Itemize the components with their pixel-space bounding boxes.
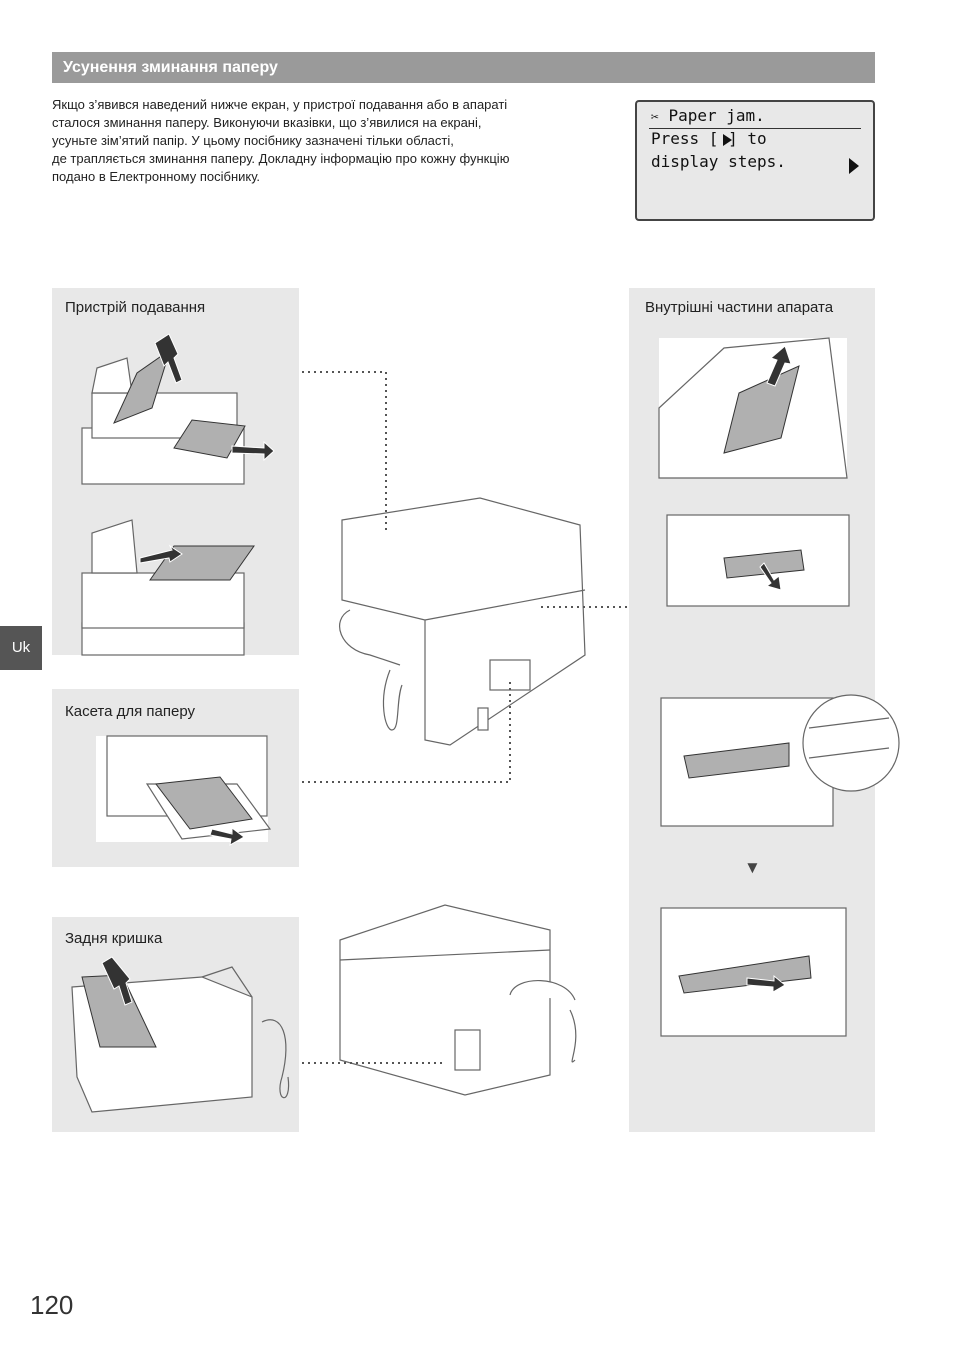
feeder-illustration-1 xyxy=(81,333,275,656)
page-number: 120 xyxy=(30,1290,74,1320)
intro-line: Якщо з’явився наведений нижче екран, у п… xyxy=(52,97,508,112)
cassette-illustration xyxy=(106,735,272,846)
inside-illustrations xyxy=(658,337,900,1037)
lcd-line-3: display steps. xyxy=(651,152,786,171)
panel-label-inside: Внутрішні частини апарата xyxy=(645,299,834,316)
right-triangle-icon xyxy=(849,158,859,174)
intro-line: усуньте зім’ятий папір. У цьому посібник… xyxy=(52,133,454,148)
panel-feeder: Пристрій подавання xyxy=(52,288,299,656)
panel-label-cassette: Касета для паперу xyxy=(65,703,196,720)
language-tab: Uk xyxy=(0,626,42,670)
step-arrow: ▼ xyxy=(744,858,761,877)
section-title: Усунення зминання паперу xyxy=(52,52,875,83)
panel-label-feeder: Пристрій подавання xyxy=(65,299,206,316)
panel-inside: Внутрішні частини апарата xyxy=(629,288,900,1132)
lcd-divider xyxy=(649,128,861,129)
machine-front-illustration xyxy=(339,497,586,746)
intro-text: Якщо з’явився наведений нижче екран, у п… xyxy=(52,96,592,186)
right-key-icon xyxy=(723,134,732,146)
panel-rear-cover: Задня кришка xyxy=(52,917,299,1132)
intro-line: подано в Електронному посібнику. xyxy=(52,169,261,184)
intro-line: сталося зминання паперу. Виконуючи вказі… xyxy=(52,115,482,130)
intro-line: де трапляється зминання паперу. Докладну… xyxy=(52,151,510,166)
panel-cassette: Касета для паперу xyxy=(52,689,299,867)
panel-label-rear-cover: Задня кришка xyxy=(65,930,163,947)
lcd-line-2: Press [ ] to xyxy=(651,129,767,148)
lcd-screen: ✂ Paper jam. Press [ ] to display steps. xyxy=(635,100,875,221)
lcd-line-1: ✂ Paper jam. xyxy=(651,106,765,125)
paper-jam-icon: ✂ xyxy=(651,110,659,125)
machine-rear-illustration xyxy=(339,904,577,1096)
rear-cover-illustration xyxy=(71,956,290,1113)
